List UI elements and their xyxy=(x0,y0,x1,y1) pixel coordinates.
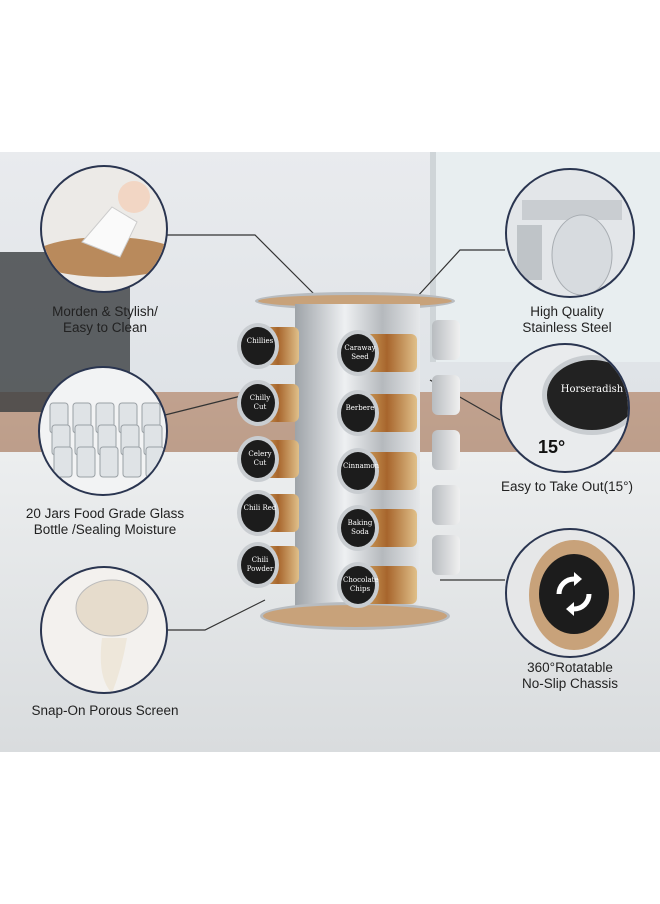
jar-label: Baking Soda xyxy=(347,519,373,536)
center-jar-2: Cinnamon xyxy=(337,448,417,494)
left-jar-0: Chillies xyxy=(237,323,299,369)
chassis-black-pad xyxy=(539,554,609,634)
left-jar-2: Celery Cut xyxy=(237,436,299,482)
jar-label: Chilly Cut xyxy=(249,394,271,411)
jar-label: Cinnamon xyxy=(343,462,380,470)
left-jar-1: Chilly Cut xyxy=(237,380,299,426)
grid-jar xyxy=(76,446,96,478)
center-jar-1: Berbere xyxy=(337,390,417,436)
grid-jar xyxy=(122,446,142,478)
jar-cap: Chocolate Chips xyxy=(337,562,379,608)
jar-label: Chillies xyxy=(246,337,274,345)
feature-label-take-out: Easy to Take Out(15°) xyxy=(501,479,633,494)
feature-label-chassis: 360°Rotatable No-Slip Chassis xyxy=(521,660,619,691)
screen-detail-circle xyxy=(40,566,168,694)
chassis-detail-circle xyxy=(505,528,635,658)
take-out-detail-circle: Horseradish 15° xyxy=(500,343,630,473)
cleaning-cloth-icon xyxy=(81,181,150,258)
right-jar-column xyxy=(432,320,462,590)
jar-cap: Cinnamon xyxy=(337,448,379,494)
center-jar-0: Caraway Seed xyxy=(337,330,417,376)
jars-detail-circle xyxy=(38,366,168,496)
jar-cap: Caraway Seed xyxy=(337,330,379,376)
jar-cap: Chilly Cut xyxy=(237,380,279,426)
angle-label: 15° xyxy=(538,437,566,457)
jar-cap: Chili Powder xyxy=(237,542,279,588)
feature-label-jars: 20 Jars Food Grade Glass Bottle /Sealing… xyxy=(25,506,185,537)
jar-label: Berbere xyxy=(345,404,375,412)
jar-label: Chili Red xyxy=(243,504,277,512)
feature-label-easy-clean: Morden & Stylish/ Easy to Clean xyxy=(52,304,158,335)
clean-detail-circle xyxy=(40,165,168,293)
jar-label: Chili Powder xyxy=(246,556,274,573)
jar-label: Caraway Seed xyxy=(344,344,376,361)
jar-grid xyxy=(49,402,165,478)
jar-label: Celery Cut xyxy=(248,450,272,467)
jar-label: Chocolate Chips xyxy=(343,576,379,593)
center-jar-4: Chocolate Chips xyxy=(337,562,417,608)
rotate-arrows-icon xyxy=(556,572,592,616)
center-jar-3: Baking Soda xyxy=(337,505,417,551)
feature-label-steel: High Quality Stainless Steel xyxy=(522,304,612,335)
jar-cap: Baking Soda xyxy=(337,505,379,551)
left-jar-4: Chili Powder xyxy=(237,542,299,588)
grid-jar xyxy=(145,446,165,478)
jar-cap: Celery Cut xyxy=(237,436,279,482)
jar-cap: Chili Red xyxy=(237,490,279,536)
jar-cap: Berbere xyxy=(337,390,379,436)
steel-detail-circle xyxy=(505,168,635,298)
grid-jar xyxy=(53,446,73,478)
zoom-jar-cap: Horseradish xyxy=(542,355,628,435)
jar-cap: Chillies xyxy=(237,323,279,369)
zoom-jar-label: Horseradish xyxy=(560,384,624,395)
grid-jar xyxy=(99,446,119,478)
left-jar-3: Chili Red xyxy=(237,490,299,536)
feature-label-screen: Snap-On Porous Screen xyxy=(31,703,179,718)
